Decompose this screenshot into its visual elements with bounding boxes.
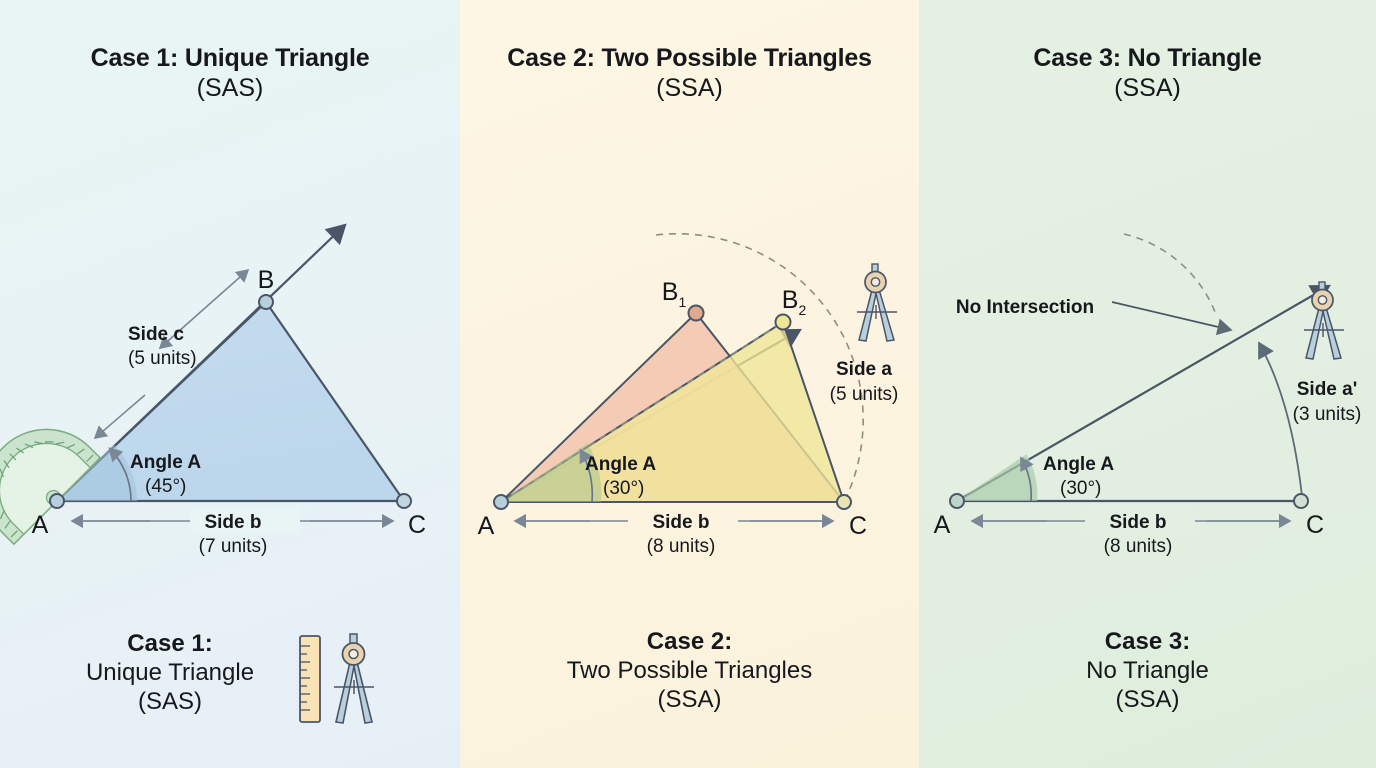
case1-vertex-c [396,493,412,509]
case1-angle-a-value: (45°) [145,476,186,497]
case3-side-a-prime-value: (3 units) [1293,404,1362,425]
case1-side-b-value: (7 units) [199,536,268,557]
case1-label-c: C [408,511,426,539]
case2-vertex-c [836,494,852,510]
case2-caption-line3: (SSA) [657,685,722,713]
case1-caption-line3: (SAS) [137,687,202,715]
panel-case3: Case 3: No Triangle (SSA) [919,0,1376,768]
case1-side-c-leader-low [158,307,206,350]
case3-title-line2: (SSA) [1114,73,1181,102]
case3-side-b-label-bg [1085,508,1195,534]
case3-angle-arc [1020,456,1034,502]
case1-triangle [54,300,407,503]
case1-side-b-label-bg [190,508,300,534]
case1-label-b: B [258,266,275,294]
case2-side-b-label-bg [628,508,738,534]
case3-radius-arrow [1258,341,1303,497]
protractor-icon [0,428,102,546]
case1-label-a: A [32,511,49,539]
case3-compass-arc [1123,233,1216,313]
case3-label-c: C [1306,511,1324,539]
case3-side-a-prime-label: Side a' [1297,379,1358,400]
case3-title: Case 3: No Triangle (SSA) [919,44,1376,103]
case1-side-c-value: (5 units) [128,348,197,369]
case1-side-c-label: Side c [128,324,184,345]
case2-angle-a-value: (30°) [603,478,644,499]
case2-side-a-value: (5 units) [830,384,899,405]
case3-caption-line2: No Triangle [1086,656,1209,684]
case2-label-c: C [849,512,867,540]
case1-title-line1: Case 1: Unique Triangle [90,44,370,72]
case1-figure: A B C Side c (5 units) Angle A (45°) Sid… [0,223,426,557]
case2-compass-arc [655,232,864,503]
ruler-icon [299,635,321,723]
case3-vertex-a [949,493,965,509]
case1-angle-a-label: Angle A [130,452,201,473]
case1-side-b-label: Side b [204,512,261,533]
case3-angle-wedge [957,454,1038,501]
case3-no-intersection-leader [1111,301,1233,336]
case1-caption-line2: Unique Triangle [85,658,255,686]
panel-case2: Case 2: Two Possible Triangles (SSA) [460,0,919,768]
case3-vertex-c [1293,493,1309,509]
case3-angle-a-value: (30°) [1060,478,1101,499]
case2-caption: Case 2: Two Possible Triangles (SSA) [460,628,919,714]
case2-title-line2: (SSA) [656,73,723,102]
case2-angle-wedge [501,443,602,502]
case1-side-c-arrow-up [204,268,250,309]
case1-caption-line1: Case 1: [127,630,213,657]
case2-vertex-b2 [774,313,792,331]
case3-title-line1: Case 3: No Triangle [1033,44,1262,72]
compass-icon [1304,281,1344,360]
case1-caption-icons [299,633,374,724]
case2-figure: A B1 B2 C Side a (5 units) Angle A [478,232,899,557]
case2-caption-line2: Two Possible Triangles [566,656,813,684]
case3-caption-line3: (SSA) [1115,685,1180,713]
case2-vertex-a [493,494,509,510]
case3-label-a: A [934,511,951,539]
case3-no-intersection-label: No Intersection [956,297,1094,318]
case2-angle-a-label: Angle A [585,454,656,475]
case3-figure: A C No Intersection Side a' (3 units) An… [934,233,1362,557]
case2-label-a: A [478,512,495,540]
case3-side-b-value: (8 units) [1104,536,1173,557]
case1-side-c-arrow-down [93,394,146,440]
panel-case1: Case 1: Unique Triangle (SAS) [0,0,460,768]
case2-side-b-value: (8 units) [647,536,716,557]
case2-caption-line1: Case 2: [646,628,733,655]
case2-title-line1: Case 2: Two Possible Triangles [507,44,872,72]
case2-label-b1: B1 [662,278,687,310]
case1-title-line2: (SAS) [196,73,264,102]
case3-angle-a-label: Angle A [1043,454,1114,475]
case2-angle-arc [579,448,594,503]
case1-vertex-b [258,294,274,310]
case2-vertex-b1 [687,304,705,322]
compass-icon [857,263,897,342]
case2-side-b-label: Side b [652,512,709,533]
case1-angle-arc [108,447,132,502]
case1-vertex-a [49,493,65,509]
compass-icon [334,633,374,724]
case2-side-a-label: Side a [836,359,892,380]
case2-label-b2: B2 [782,286,807,318]
case1-caption: Case 1: Unique Triangle (SAS) [0,630,400,716]
case3-caption-line1: Case 3: [1104,628,1191,655]
case2-title: Case 2: Two Possible Triangles (SSA) [460,44,919,103]
case1-title: Case 1: Unique Triangle (SAS) [0,44,460,103]
case3-caption: Case 3: No Triangle (SSA) [919,628,1376,714]
case3-side-b-label: Side b [1109,512,1166,533]
